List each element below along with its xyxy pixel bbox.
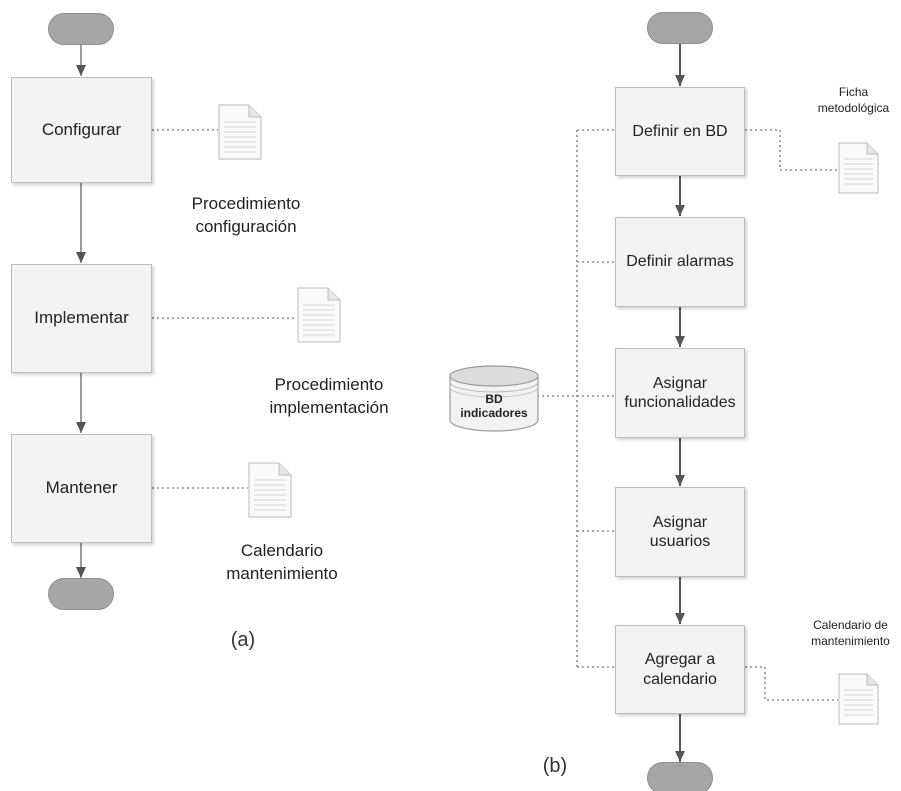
step-configurar: Configurar xyxy=(11,77,152,183)
link-b-calendario-doc xyxy=(745,666,838,701)
step-asignar-funcionalidades: Asignar funcionalidades xyxy=(615,348,745,438)
document-label-calendario-mantenimiento: Calendario mantenimiento xyxy=(226,541,338,583)
document-label-calendario-de-mantenimiento: Calendario de mantenimiento xyxy=(811,618,890,649)
step-implementar-label: Implementar xyxy=(34,308,129,328)
step-configurar-label: Configurar xyxy=(41,119,122,139)
database-icon xyxy=(449,365,539,432)
document-icon xyxy=(297,287,341,343)
step-definir-alarmas-label: Definir alarmas xyxy=(626,253,734,271)
document-label-procedimiento-implementacion: Procedimiento implementación xyxy=(269,375,389,417)
step-definir-en-bd: Definir en BD xyxy=(615,87,745,176)
step-implementar: Implementar xyxy=(11,264,152,373)
database-label: BD indicadores xyxy=(460,392,528,421)
link-b-ficha-doc xyxy=(745,129,838,171)
end-terminator-b xyxy=(647,762,713,791)
document-label-ficha-metodologica: Ficha metodológica xyxy=(817,85,890,116)
document-label-procedimiento-configuracion: Procedimiento configuración xyxy=(191,194,301,236)
step-mantener: Mantener xyxy=(11,434,152,543)
step-asignar-usuarios: Asignar usuarios xyxy=(615,487,745,577)
step-agregar-a-calendario: Agregar a calendario xyxy=(615,625,745,714)
end-terminator-a xyxy=(48,578,114,610)
document-icon xyxy=(248,462,292,518)
start-terminator-b xyxy=(647,12,713,44)
start-terminator-a xyxy=(48,13,114,45)
step-mantener-label: Mantener xyxy=(45,478,118,498)
step-agregar-a-calendario-label: Agregar a calendario xyxy=(643,651,717,688)
document-icon xyxy=(838,673,879,725)
database-links xyxy=(537,129,615,668)
step-asignar-usuarios-label: Asignar usuarios xyxy=(649,513,711,550)
step-definir-en-bd-label: Definir en BD xyxy=(632,122,728,140)
caption-b: (b) xyxy=(542,755,568,777)
caption-a: (a) xyxy=(230,629,256,651)
document-icon xyxy=(838,142,879,194)
step-definir-alarmas: Definir alarmas xyxy=(615,217,745,307)
step-asignar-funcionalidades-label: Asignar funcionalidades xyxy=(624,374,736,411)
document-icon xyxy=(218,104,262,160)
